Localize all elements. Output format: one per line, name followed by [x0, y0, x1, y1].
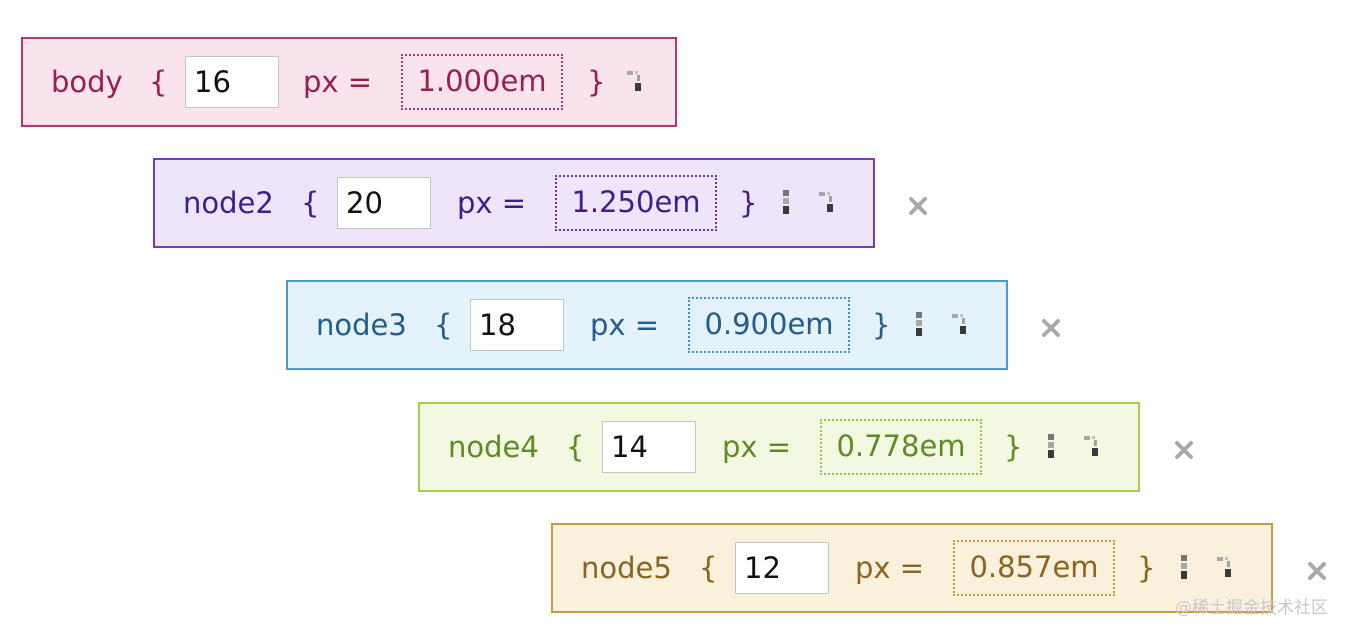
px-equals-label: px =: [722, 430, 792, 464]
open-brace: {: [566, 430, 585, 464]
close-brace: }: [1137, 551, 1156, 585]
em-result: 0.900em: [688, 297, 850, 353]
close-brace: }: [739, 186, 758, 220]
close-brace: }: [872, 308, 891, 342]
open-brace: {: [149, 65, 168, 99]
add-child-icon[interactable]: [627, 67, 641, 97]
em-result: 0.778em: [820, 419, 982, 475]
close-icon[interactable]: [1174, 440, 1194, 460]
px-equals-label: px =: [457, 186, 527, 220]
px-equals-label: px =: [590, 308, 660, 342]
add-sibling-icon[interactable]: [1044, 432, 1058, 462]
add-child-icon[interactable]: [1217, 553, 1231, 583]
add-child-icon[interactable]: [819, 188, 833, 218]
node-name: node5: [581, 551, 672, 585]
add-child-icon[interactable]: [952, 310, 966, 340]
node-row-node2: node2 { px = 1.250em }: [153, 158, 875, 248]
px-equals-label: px =: [855, 551, 925, 585]
watermark: @稀土掘金技术社区: [1175, 598, 1328, 618]
add-sibling-icon[interactable]: [779, 188, 793, 218]
node-name: node4: [448, 430, 539, 464]
node-name: node3: [316, 308, 407, 342]
px-equals-label: px =: [303, 65, 373, 99]
node-row-node4: node4 { px = 0.778em }: [418, 402, 1140, 492]
px-input[interactable]: [185, 56, 279, 108]
close-icon[interactable]: [908, 196, 928, 216]
px-input[interactable]: [337, 177, 431, 229]
node-name: node2: [183, 186, 274, 220]
node-row-node3: node3 { px = 0.900em }: [286, 280, 1008, 370]
node-row-node5: node5 { px = 0.857em }: [551, 523, 1273, 613]
em-result: 1.000em: [401, 54, 563, 110]
node-name: body: [51, 65, 123, 99]
node-row-body: body { px = 1.000em }: [21, 37, 677, 127]
close-brace: }: [587, 65, 606, 99]
add-child-icon[interactable]: [1084, 432, 1098, 462]
open-brace: {: [699, 551, 718, 585]
close-icon[interactable]: [1307, 561, 1327, 581]
close-brace: }: [1004, 430, 1023, 464]
add-sibling-icon[interactable]: [912, 310, 926, 340]
open-brace: {: [301, 186, 320, 220]
em-result: 1.250em: [555, 175, 717, 231]
add-sibling-icon[interactable]: [1177, 553, 1191, 583]
px-input[interactable]: [470, 299, 564, 351]
close-icon[interactable]: [1041, 318, 1061, 338]
open-brace: {: [434, 308, 453, 342]
px-input[interactable]: [735, 542, 829, 594]
em-result: 0.857em: [953, 540, 1115, 596]
px-input[interactable]: [602, 421, 696, 473]
